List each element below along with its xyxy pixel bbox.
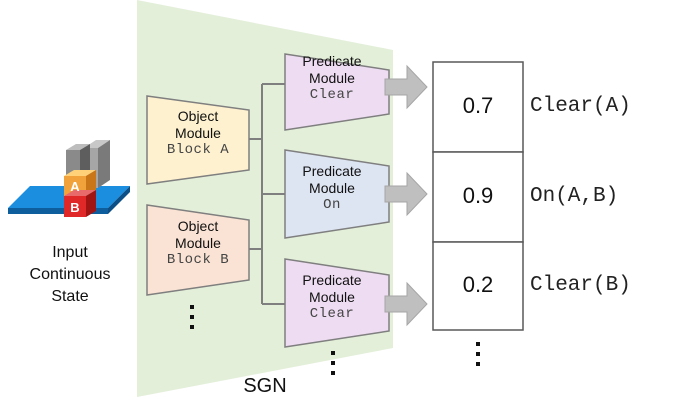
module-title-line: Module [309, 69, 355, 86]
output-box [432, 241, 524, 331]
module-title-line: Module [175, 234, 221, 251]
module-title-line: Predicate [302, 272, 362, 288]
arrow-right-icon [384, 64, 428, 110]
ellipsis-icons [190, 305, 480, 375]
arrow-right-icon [384, 171, 428, 217]
output-predicate: On(A,B) [530, 185, 619, 208]
output-box [432, 61, 524, 153]
module-title-line: Object [177, 218, 219, 234]
object-module-label-a: Object Module Block A [150, 108, 246, 158]
output-arrows [384, 64, 428, 327]
vertical-ellipsis-icon [190, 305, 194, 329]
module-title-line: Module [175, 124, 221, 141]
block-letter-b: B [70, 200, 79, 215]
output-boxes [432, 61, 524, 331]
output-score: 0.2 [462, 272, 494, 297]
output-predicate: Clear(B) [530, 274, 631, 297]
vertical-ellipsis-icon [476, 342, 480, 366]
module-title-line: Module [309, 179, 355, 196]
output-box [432, 151, 524, 243]
module-title-line: Predicate [302, 53, 362, 69]
object-module-block-a [146, 95, 250, 185]
predicate-module-on [284, 149, 390, 239]
input-label-line: Continuous [29, 266, 111, 283]
predicate-module-clear-b [284, 258, 390, 348]
output-predicate: Clear(A) [530, 95, 631, 118]
object-module-block-b [146, 204, 250, 296]
predicate-module-label-clear-a: Predicate Module Clear [287, 53, 377, 103]
module-code: Block B [166, 251, 230, 268]
module-code: Clear [309, 86, 355, 103]
object-module-label-b: Object Module Block B [150, 218, 246, 268]
module-code: Block A [166, 141, 230, 158]
connectors [249, 83, 285, 305]
input-state-label: Input Continuous State [20, 242, 120, 308]
block-letter-a: A [70, 179, 80, 194]
predicate-module-clear-a [284, 53, 390, 131]
module-title-line: Module [309, 288, 355, 305]
input-label-line: Input [52, 244, 88, 261]
output-score: 0.7 [462, 93, 494, 118]
predicate-module-label-clear-b: Predicate Module Clear [287, 272, 377, 322]
vertical-ellipsis-icon [331, 351, 335, 375]
module-code: On [323, 196, 341, 213]
output-score: 0.9 [462, 183, 494, 208]
arrow-right-icon [384, 281, 428, 327]
module-title-line: Object [177, 108, 219, 124]
input-label-line: State [51, 288, 89, 305]
block-world-icon: A B [8, 140, 130, 217]
predicate-module-label-on: Predicate Module On [287, 163, 377, 213]
module-title-line: Predicate [302, 163, 362, 179]
module-code: Clear [309, 305, 355, 322]
network-label: SGN [243, 375, 287, 397]
